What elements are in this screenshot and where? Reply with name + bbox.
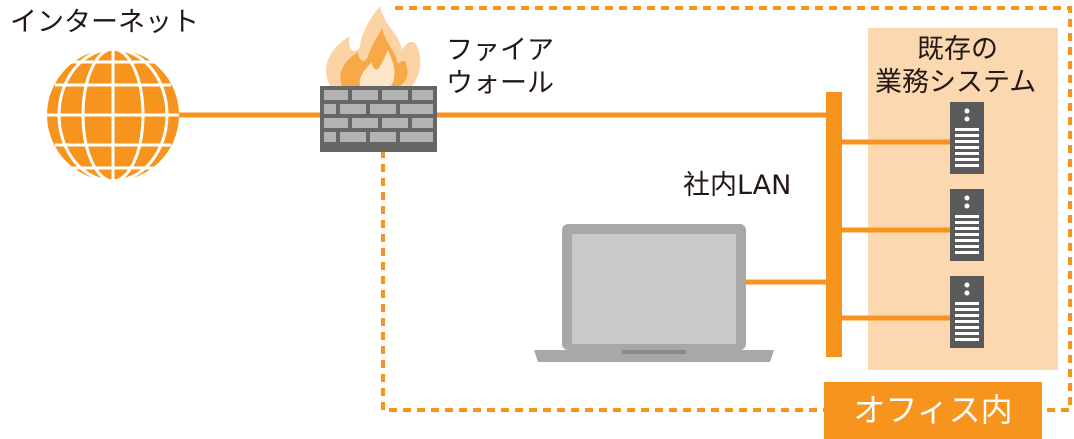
- firewall-label-line1: ファイア: [446, 35, 554, 66]
- laptop-icon: [534, 224, 774, 362]
- server-icon: [950, 276, 984, 348]
- system-label-line2: 業務システム: [875, 67, 1037, 98]
- system-label-line1: 既存の: [917, 34, 998, 65]
- lan-label: 社内LAN: [683, 170, 792, 201]
- firewall-label-line2: ウォール: [446, 68, 554, 99]
- server-icon: [950, 102, 984, 174]
- internet-label: インターネット: [10, 7, 199, 38]
- server-icon: [950, 189, 984, 261]
- lan-backbone: [826, 92, 842, 357]
- office-boundary: [381, 6, 1072, 412]
- firewall-icon: [320, 86, 437, 152]
- office-label: オフィス内: [853, 391, 1013, 429]
- globe-icon: [47, 47, 179, 183]
- office-badge: オフィス内: [824, 382, 1042, 439]
- fire-icon: [326, 6, 421, 86]
